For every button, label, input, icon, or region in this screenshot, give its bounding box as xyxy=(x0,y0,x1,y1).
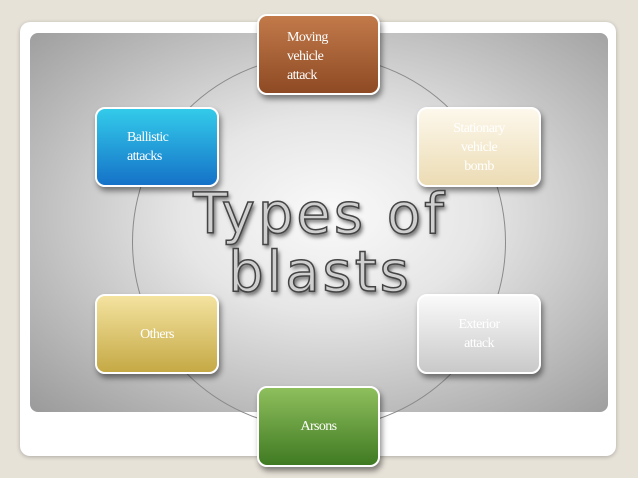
node-label: Stationary vehicle bomb xyxy=(453,120,505,174)
title-line-2: blasts xyxy=(227,240,412,305)
node-stationary-vehicle-bomb: Stationary vehicle bomb xyxy=(417,107,541,187)
node-label: Others xyxy=(140,326,174,342)
node-label: Arsons xyxy=(300,419,337,434)
title-line-1: Types of xyxy=(192,182,447,247)
node-others: Others xyxy=(95,294,219,374)
node-label: Exterior attack xyxy=(458,317,500,351)
node-moving-vehicle-attack: Moving vehicle attack xyxy=(257,14,380,95)
node-arsons: Arsons xyxy=(257,386,380,467)
node-label: Ballistic attacks xyxy=(127,130,169,164)
node-ballistic-attacks: Ballistic attacks xyxy=(95,107,219,187)
node-exterior-attack: Exterior attack xyxy=(417,294,541,374)
diagram-title: Types of blasts xyxy=(170,182,470,305)
node-label: Moving vehicle attack xyxy=(287,30,328,83)
